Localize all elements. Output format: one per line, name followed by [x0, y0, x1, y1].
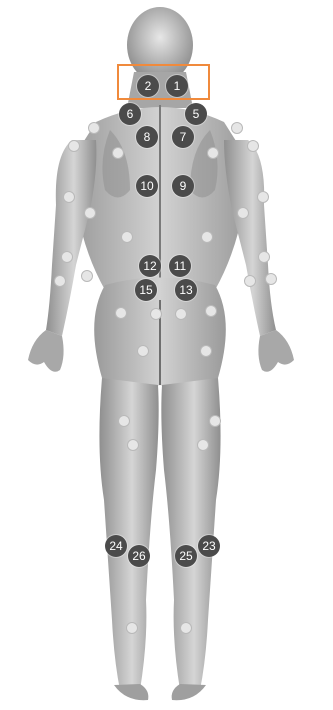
marker-12[interactable]: 12 — [139, 255, 161, 277]
point-dot[interactable] — [200, 345, 212, 357]
point-dot[interactable] — [68, 140, 80, 152]
point-dot[interactable] — [115, 307, 127, 319]
point-dot[interactable] — [258, 251, 270, 263]
point-dot[interactable] — [63, 191, 75, 203]
point-dot[interactable] — [209, 415, 221, 427]
right-foot — [172, 684, 206, 700]
point-dot[interactable] — [121, 231, 133, 243]
point-dot[interactable] — [118, 415, 130, 427]
marker-24[interactable]: 24 — [105, 535, 127, 557]
point-dot[interactable] — [265, 273, 277, 285]
marker-15[interactable]: 15 — [135, 279, 157, 301]
point-dot[interactable] — [237, 207, 249, 219]
point-dot[interactable] — [207, 147, 219, 159]
point-dot[interactable] — [127, 439, 139, 451]
marker-10[interactable]: 10 — [136, 175, 158, 197]
marker-1[interactable]: 1 — [166, 75, 188, 97]
marker-11[interactable]: 11 — [169, 255, 191, 277]
point-dot[interactable] — [175, 308, 187, 320]
marker-25[interactable]: 25 — [175, 545, 197, 567]
point-dot[interactable] — [54, 275, 66, 287]
right-hand — [258, 330, 294, 372]
selection-highlight — [117, 64, 210, 100]
point-dot[interactable] — [247, 140, 259, 152]
left-foot — [114, 684, 148, 700]
marker-5[interactable]: 5 — [185, 103, 207, 125]
point-dot[interactable] — [257, 191, 269, 203]
marker-6[interactable]: 6 — [119, 103, 141, 125]
marker-23[interactable]: 23 — [198, 535, 220, 557]
point-dot[interactable] — [180, 622, 192, 634]
point-dot[interactable] — [231, 122, 243, 134]
point-dot[interactable] — [205, 305, 217, 317]
point-dot[interactable] — [244, 275, 256, 287]
point-dot[interactable] — [197, 439, 209, 451]
point-dot[interactable] — [112, 147, 124, 159]
marker-2[interactable]: 2 — [137, 75, 159, 97]
point-dot[interactable] — [61, 251, 73, 263]
point-dot[interactable] — [88, 122, 100, 134]
point-dot[interactable] — [84, 207, 96, 219]
marker-7[interactable]: 7 — [172, 126, 194, 148]
marker-8[interactable]: 8 — [136, 126, 158, 148]
point-dot[interactable] — [201, 231, 213, 243]
point-dot[interactable] — [81, 270, 93, 282]
marker-9[interactable]: 9 — [172, 175, 194, 197]
point-dot[interactable] — [126, 622, 138, 634]
left-leg — [99, 378, 158, 690]
marker-13[interactable]: 13 — [175, 279, 197, 301]
left-hand — [28, 330, 64, 372]
point-dot[interactable] — [137, 345, 149, 357]
point-dot[interactable] — [150, 308, 162, 320]
marker-26[interactable]: 26 — [128, 545, 150, 567]
